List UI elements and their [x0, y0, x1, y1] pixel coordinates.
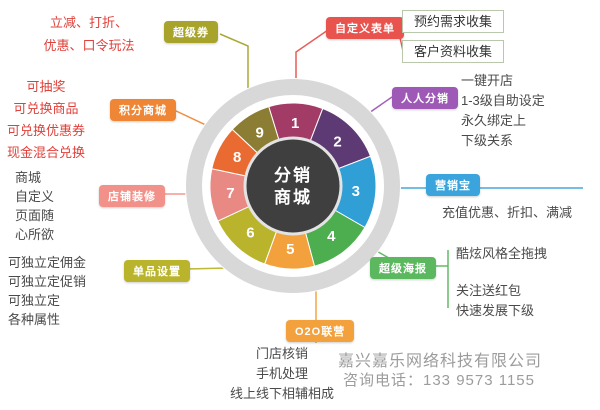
note-jifenshangcheng: 可抽奖 可兑换商品 可兑换优惠券 现金混合兑换 — [6, 79, 85, 160]
tag-chaojihaibao: 超级海报 — [370, 257, 436, 279]
wheel-center-title-line1: 分销 — [274, 165, 312, 185]
footer-phone: 咨询电话：133 9573 1155 — [343, 372, 535, 389]
wheel-center-circle — [243, 136, 343, 236]
wheel-segment-number-1: 1 — [291, 115, 299, 132]
tag-danpinshezhi: 单品设置 — [124, 260, 190, 282]
wheel-segment-number-8: 8 — [233, 149, 241, 166]
note-o2o: 门店核销 手机处理 线上线下相辅相成 — [229, 346, 334, 401]
wheel-segment-number-5: 5 — [286, 241, 294, 258]
wheel-center-title-line2: 商城 — [274, 187, 312, 207]
tag-o2o-lianying: O2O联营 — [286, 320, 355, 342]
wheel-segment-number-7: 7 — [226, 185, 234, 202]
note-haibao-2: 关注送红包 快速发展下级 — [456, 283, 535, 318]
wheel-segment-number-4: 4 — [327, 228, 336, 245]
note-danpinshezhi: 可独立定佣金 可独立定促销 可独立定 各种属性 — [8, 255, 87, 327]
tag-chaojiquan: 超级券 — [164, 21, 218, 43]
wheel-segment-number-6: 6 — [246, 224, 254, 241]
tag-renrenfenxiao: 人人分销 — [392, 87, 458, 109]
note-haibao-1: 酷炫风格全拖拽 — [456, 246, 548, 261]
note-box-yuyue: 预约需求收集 — [402, 10, 504, 33]
wheel-segment-number-3: 3 — [352, 183, 360, 200]
tag-yingxiaobao: 营销宝 — [426, 174, 480, 196]
footer-company-name: 嘉兴嘉乐网络科技有限公司 — [338, 353, 543, 370]
tag-zidingyibiaodan: 自定义表单 — [326, 17, 404, 39]
note-dianpuzhuangxiu: 商城 自定义 页面随 心所欲 — [15, 170, 55, 242]
tag-dianpuzhuangxiu: 店铺装修 — [99, 185, 165, 207]
wheel-segment-number-9: 9 — [255, 125, 263, 142]
connector-line-chaojiquan — [219, 33, 249, 100]
note-box-kehu: 客户资料收集 — [402, 40, 504, 63]
wheel-segments: 1 2 3 4 5 6 7 89 — [209, 102, 377, 270]
note-yingxiaobao: 充值优惠、折扣、满减 — [442, 205, 573, 220]
wheel-outer-ring — [186, 79, 400, 293]
wheel-segment-number-2: 2 — [333, 133, 341, 150]
tag-jifenshangcheng: 积分商城 — [110, 99, 176, 121]
note-renrenfenxiao: 一键开店 1-3级自助设定 永久绑定上 下级关系 — [461, 73, 545, 148]
note-chaojiquan: 立减、打折、 优惠、口令玩法 — [43, 15, 135, 53]
